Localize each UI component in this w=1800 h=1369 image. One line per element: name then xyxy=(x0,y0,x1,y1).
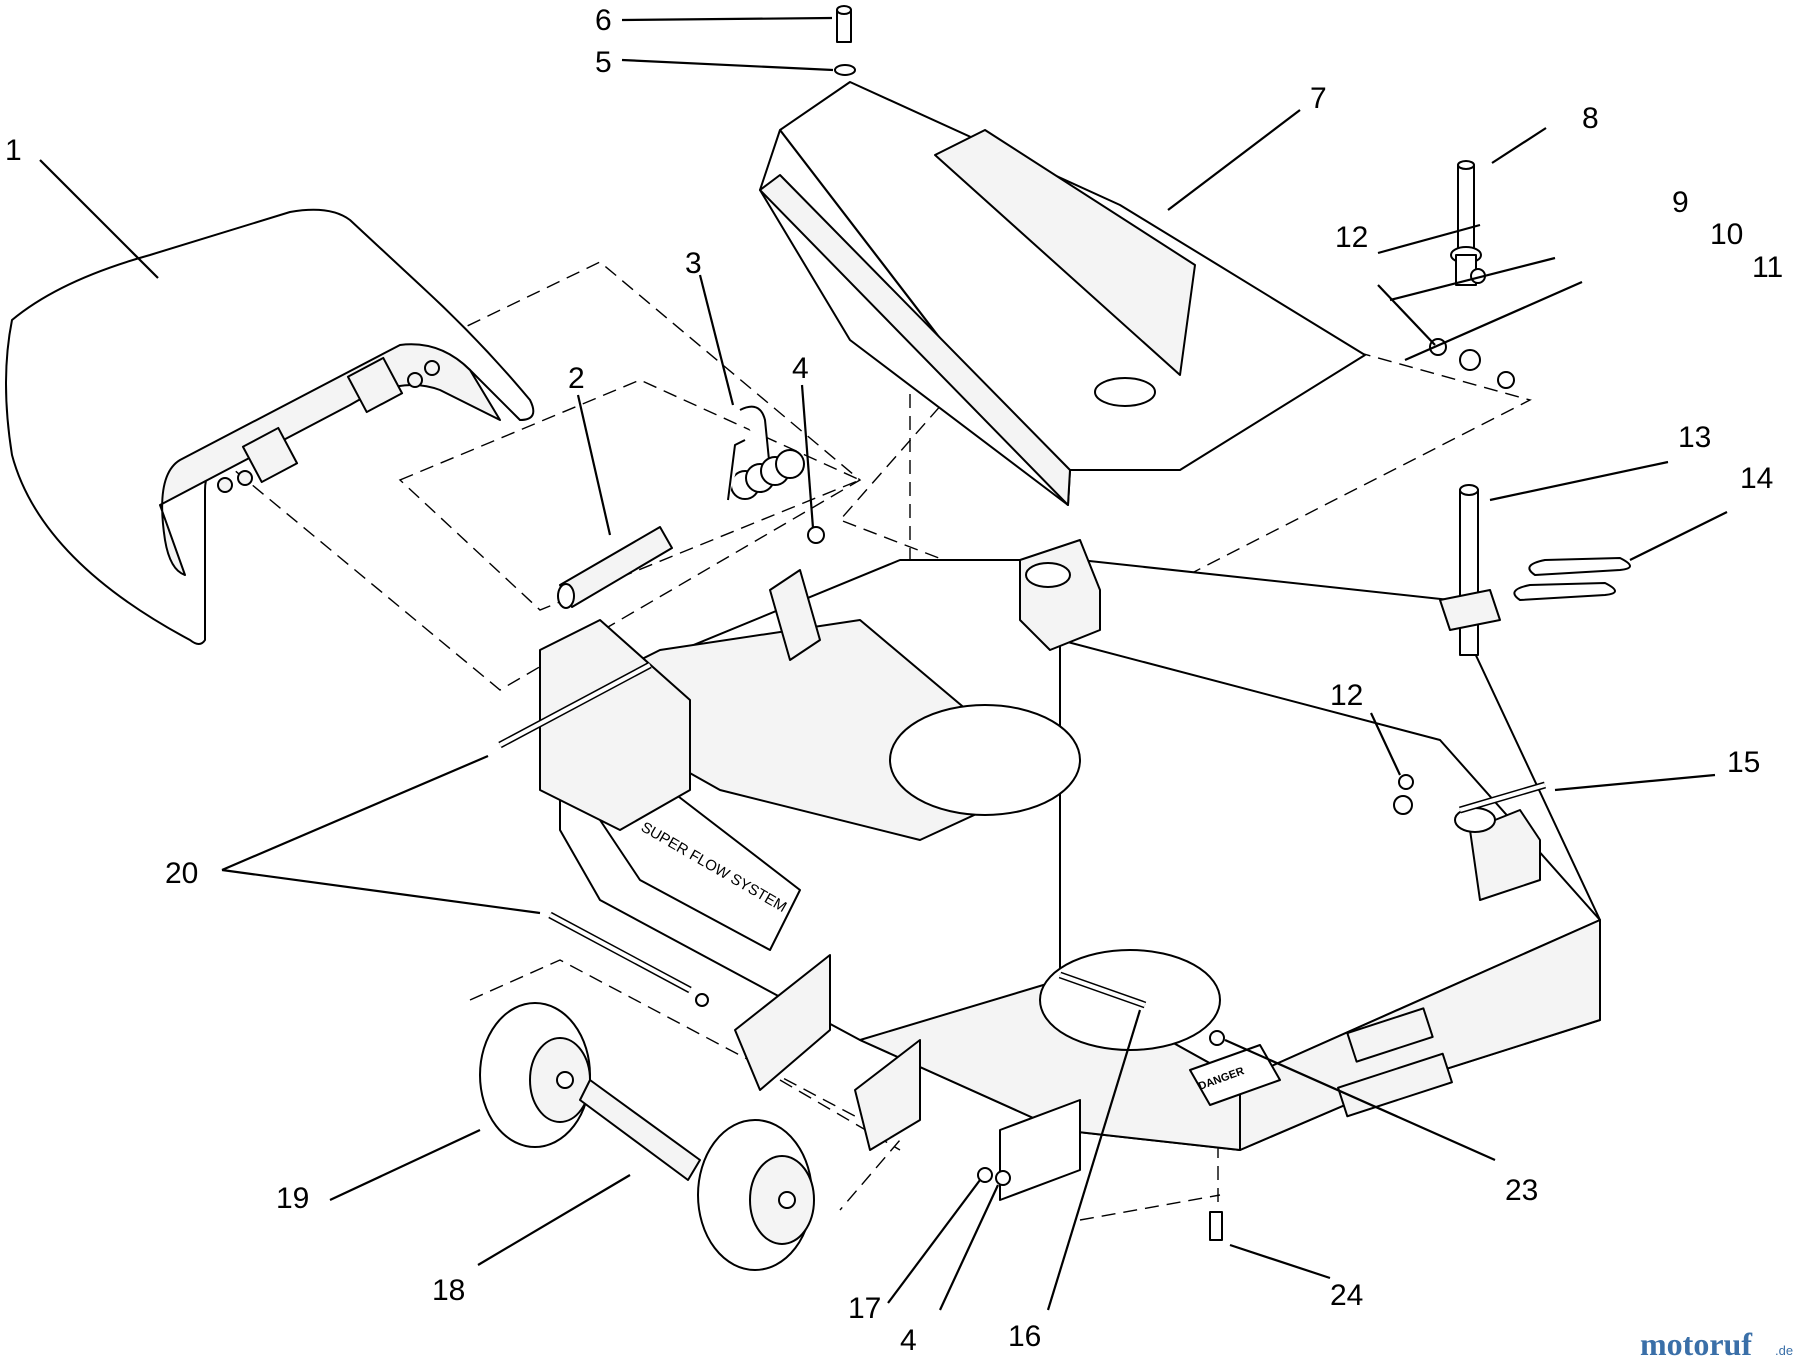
leader-lines xyxy=(39,16,1728,1311)
part-top-cover xyxy=(759,81,1366,506)
part-torsion-spring xyxy=(727,405,805,501)
callout-5: 5 xyxy=(595,46,612,79)
part-bolts-rods xyxy=(498,526,1546,1241)
callout-9: 9 xyxy=(1672,186,1689,219)
callout-12a: 12 xyxy=(1335,221,1368,254)
callout-23: 23 xyxy=(1505,1174,1538,1207)
callout-1: 1 xyxy=(5,134,22,167)
part-wheels xyxy=(479,1002,815,1271)
part-height-pins xyxy=(1398,160,1515,790)
callout-13: 13 xyxy=(1678,421,1711,454)
callout-11: 11 xyxy=(1752,251,1783,284)
watermark-tld: .de xyxy=(1775,1343,1793,1358)
part-hairpin-clips xyxy=(1513,557,1631,601)
callouts: 1 2 3 4 5 6 7 8 9 10 11 12 12 13 14 15 1… xyxy=(5,4,1783,1357)
watermark-brand: motoruf xyxy=(1640,1326,1752,1362)
callout-4b: 4 xyxy=(900,1324,917,1357)
callout-16: 16 xyxy=(1008,1320,1041,1353)
part-deflector-chute xyxy=(5,208,535,645)
callout-6: 6 xyxy=(595,4,612,37)
callout-10: 10 xyxy=(1710,218,1743,251)
part-roller-pin xyxy=(557,526,673,609)
part-mower-deck xyxy=(539,539,1601,1201)
callout-14: 14 xyxy=(1740,462,1773,495)
callout-3: 3 xyxy=(685,247,702,280)
callout-8: 8 xyxy=(1582,102,1599,135)
callout-7: 7 xyxy=(1310,82,1327,115)
callout-15: 15 xyxy=(1727,746,1760,779)
callout-17: 17 xyxy=(848,1292,881,1325)
watermark-logo: motoruf .de xyxy=(1640,1326,1793,1362)
callout-20: 20 xyxy=(165,857,198,890)
callout-2: 2 xyxy=(568,362,585,395)
callout-18: 18 xyxy=(432,1274,465,1307)
callout-24: 24 xyxy=(1330,1279,1363,1312)
part-top-bolt xyxy=(834,5,856,76)
callout-4: 4 xyxy=(792,352,809,385)
callout-12b: 12 xyxy=(1330,679,1363,712)
callout-19: 19 xyxy=(276,1182,309,1215)
